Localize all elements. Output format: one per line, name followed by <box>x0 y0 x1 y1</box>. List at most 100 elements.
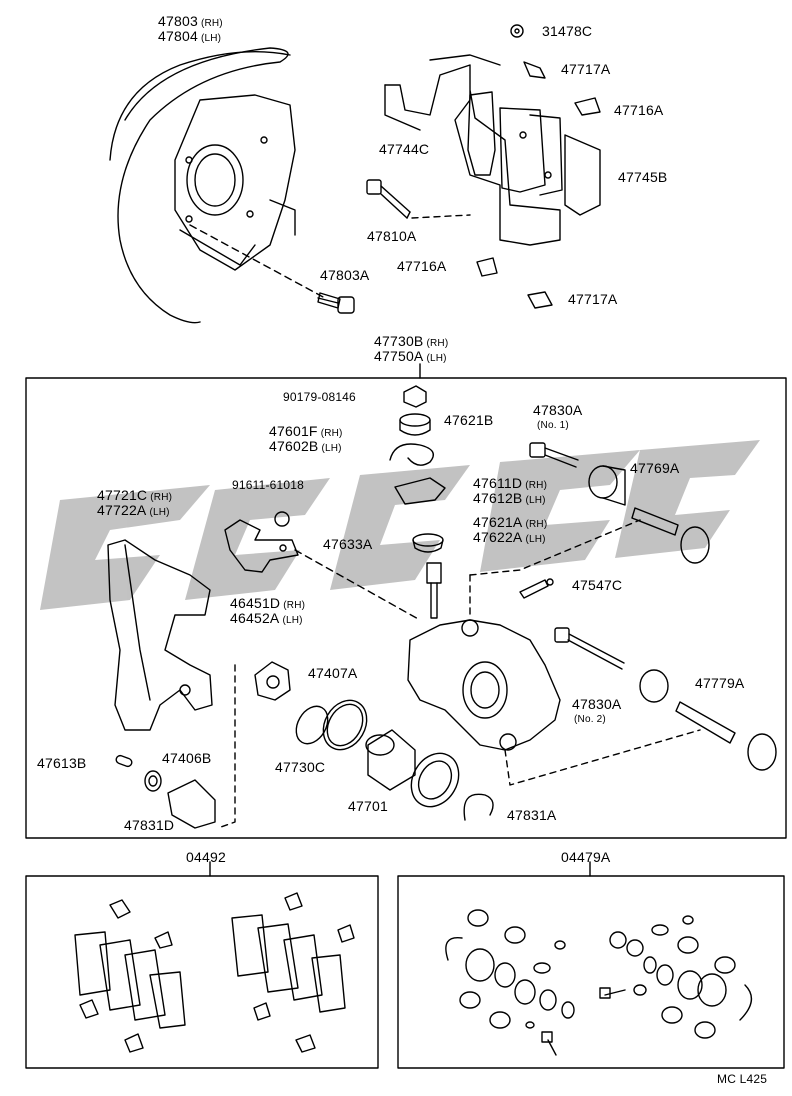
label-47830a-no1: 47830A <box>533 402 583 418</box>
label-47830a-no1-note: (No. 1) <box>537 420 569 431</box>
adjuster-47406b <box>167 779 216 829</box>
spring-47601f <box>389 443 434 466</box>
label-91611: 91611-61018 <box>232 478 305 492</box>
kit-box-04479a <box>397 875 785 1069</box>
label-47601f: 47601F(RH) <box>269 424 343 441</box>
part-number: 47621A <box>473 514 523 530</box>
label-46452a: 46452A(LH) <box>230 611 303 628</box>
label-47611d: 47611D(RH) <box>473 476 547 493</box>
label-47716a-bottom: 47716A <box>397 258 447 274</box>
label-47803a: 47803A <box>320 267 370 283</box>
caliper-mounting-47721c <box>107 539 213 731</box>
label-47831d: 47831D <box>124 817 175 833</box>
label-47779a: 47779A <box>695 675 745 691</box>
boot-47769a <box>588 465 626 506</box>
label-47730c: 47730C <box>275 759 326 775</box>
label-47810a: 47810A <box>367 228 417 244</box>
watermark-logo <box>40 440 760 610</box>
label-47830a-no2-note: (No. 2) <box>574 714 606 725</box>
side-note: (RH) <box>426 338 449 349</box>
caliper-body <box>407 619 561 751</box>
side-note: (LH) <box>525 495 546 506</box>
label-47547c: 47547C <box>572 577 623 593</box>
label-47407a: 47407A <box>308 665 358 681</box>
part-number: 47622A <box>473 529 523 545</box>
pad-bracket <box>384 54 561 246</box>
torque-plate-46451d <box>224 519 299 573</box>
boot-upper <box>680 526 710 564</box>
label-47406b: 47406B <box>162 750 212 766</box>
kit-04492-contents <box>74 892 355 1053</box>
label-47716a-top: 47716A <box>614 102 664 118</box>
side-note: (RH) <box>320 428 343 439</box>
bushing-lower <box>747 733 777 771</box>
label-47804-lh: 47804(LH) <box>158 29 221 46</box>
slide-pin-upper <box>631 507 679 536</box>
side-note: (RH) <box>525 480 548 491</box>
part-number: 47722A <box>97 502 147 518</box>
pin-47621a <box>426 562 442 619</box>
slide-pin-47779a <box>675 701 736 744</box>
nut-90179 <box>403 385 427 408</box>
part-number: 47730B <box>374 333 424 349</box>
label-47613b: 47613B <box>37 755 87 771</box>
piston-seal <box>322 699 368 751</box>
adjuster-47407a <box>254 661 291 701</box>
kit-box-04492 <box>25 875 379 1069</box>
label-46451d: 46451D(RH) <box>230 596 305 613</box>
washer-91611 <box>274 511 290 527</box>
side-note: (RH) <box>200 18 223 29</box>
part-number: 47804 <box>158 28 198 44</box>
side-note: (RH) <box>525 519 548 530</box>
side-note: (LH) <box>282 615 303 626</box>
kit-04479a-contents <box>445 909 753 1056</box>
label-90179: 90179-08146 <box>283 390 356 404</box>
label-47730b: 47730B(RH) <box>374 334 448 351</box>
label-47744c: 47744C <box>379 141 430 157</box>
label-47722a: 47722A(LH) <box>97 503 170 520</box>
label-47701: 47701 <box>348 798 388 814</box>
label-47831a: 47831A <box>507 807 557 823</box>
label-47602b: 47602B(LH) <box>269 439 342 456</box>
anti-squeal-shim-47745b <box>564 134 601 216</box>
ring-47730c <box>295 705 329 745</box>
label-47621a: 47621A(RH) <box>473 515 547 532</box>
bolt-47810a <box>366 179 411 219</box>
label-04492: 04492 <box>186 849 226 865</box>
label-47830a-no2: 47830A <box>572 696 622 712</box>
leader-dashed-plate <box>294 549 421 621</box>
part-number: 47601F <box>269 423 318 439</box>
label-47633a: 47633A <box>323 536 373 552</box>
piston-boot <box>410 752 460 808</box>
side-note: (LH) <box>200 33 222 44</box>
part-number: 47750A <box>374 348 424 364</box>
side-note: (LH) <box>426 353 447 364</box>
label-47622a: 47622A(LH) <box>473 530 546 547</box>
caliper-assembly-box <box>25 377 787 839</box>
part-number: 47721C <box>97 487 148 503</box>
clip-47716a-top <box>574 97 601 116</box>
side-note: (LH) <box>321 443 342 454</box>
lever-47611d <box>394 477 446 505</box>
side-note: (LH) <box>149 507 170 518</box>
leader-dashed-cover <box>189 224 326 299</box>
label-47745b: 47745B <box>618 169 668 185</box>
leader-dashed-bolt <box>411 214 471 219</box>
part-number: 46452A <box>230 610 280 626</box>
part-number: 46451D <box>230 595 281 611</box>
cap-47633a <box>412 533 444 553</box>
label-31478c: 31478C <box>542 23 593 39</box>
bleeder-47547c <box>519 578 554 599</box>
label-04479a: 04479A <box>561 849 611 865</box>
ring-47831a <box>463 793 494 821</box>
part-number: 47602B <box>269 438 319 454</box>
part-number: 47612B <box>473 490 523 506</box>
label-47750a: 47750A(LH) <box>374 349 447 366</box>
label-47612b: 47612B(LH) <box>473 491 546 508</box>
brake-pads-47744c <box>467 91 563 196</box>
clip-47716a-bottom <box>476 257 498 277</box>
label-47769a: 47769A <box>630 460 680 476</box>
pin-47613b <box>115 754 133 768</box>
bolt-47830a-no2 <box>554 627 625 670</box>
label-47803-rh: 47803(RH) <box>158 14 223 31</box>
